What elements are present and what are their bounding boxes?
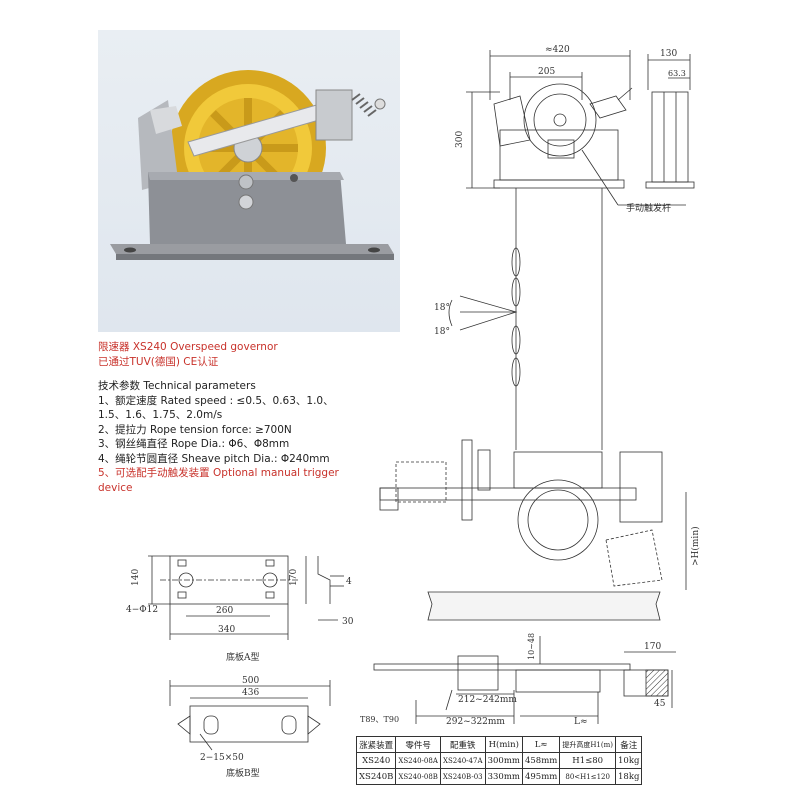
spec-heading: 技术参数 Technical parameters xyxy=(98,380,256,392)
rail-t89-t90: T89、T90 xyxy=(360,715,399,724)
angle-bottom: 18° xyxy=(434,327,450,337)
bottom-10-48: 10~48 xyxy=(527,633,536,660)
dim-130: 130 xyxy=(660,49,677,59)
dim-63-3: 63.3 xyxy=(668,69,686,78)
product-title: 限速器 XS240 Overspeed governor xyxy=(98,341,278,353)
plate-a-340: 340 xyxy=(218,625,235,635)
table-cell: 10kg xyxy=(614,752,643,769)
table-cell: XS240-08A xyxy=(395,752,441,769)
bottom-212-242: 212~242mm xyxy=(458,695,517,705)
plate-a-30: 30 xyxy=(342,617,354,627)
spec-optional: 5、可选配手动触发装置 Optional manual trigger xyxy=(98,467,339,479)
plate-b-436: 436 xyxy=(242,688,259,698)
certification-note: 已通过TUV(德国) CE认证 xyxy=(98,355,219,368)
th-counterweight: 配重铁 xyxy=(439,736,486,753)
angle-top: 18° xyxy=(434,303,450,313)
table-cell: 458mm xyxy=(521,752,561,769)
table-cell: 330mm xyxy=(484,768,523,785)
table-cell: 300mm xyxy=(484,752,523,769)
th-remark: 备注 xyxy=(614,736,643,753)
table-cell: XS240B xyxy=(355,768,397,785)
table-row: XS240 XS240-08A XS240-47A 300mm 458mm H1… xyxy=(355,752,643,769)
spec-table: 涨紧装置 零件号 配重铁 H(min) L≈ 提升高度H1(m) 备注 XS24… xyxy=(355,736,643,785)
plate-b-500: 500 xyxy=(242,676,259,686)
spec-item: 2、提拉力 Rope tension force: ≥700N xyxy=(98,423,292,436)
th-tensioner: 涨紧装置 xyxy=(355,736,397,753)
table-cell: H1≤80 xyxy=(559,752,616,769)
plate-a-holes: 4−Φ12 xyxy=(126,605,158,615)
spec-optional-cont: device xyxy=(98,481,133,494)
plate-a-170: 170 xyxy=(289,569,299,586)
product-photo xyxy=(98,30,400,332)
overspeed-governor-photo xyxy=(110,70,394,260)
dim-300: 300 xyxy=(455,131,465,148)
dim-420: ≈420 xyxy=(545,45,570,55)
plate-b-label: 底板B型 xyxy=(226,767,260,779)
bottom-170: 170 xyxy=(644,642,661,652)
th-l: L≈ xyxy=(521,736,561,753)
spec-item: 3、钢丝绳直径 Rope Dia.: Φ6、Φ8mm xyxy=(98,438,290,450)
manual-trigger-label: 手动触发杆 xyxy=(626,202,671,214)
plate-a-4: 4 xyxy=(346,577,352,587)
th-part-no: 零件号 xyxy=(395,736,441,753)
plate-a-260: 260 xyxy=(216,606,233,616)
h-min-label: >H(min) xyxy=(690,526,701,566)
bottom-45: 45 xyxy=(654,699,666,709)
table-cell: XS240 xyxy=(355,752,397,769)
table-header-row: 涨紧装置 零件号 配重铁 H(min) L≈ 提升高度H1(m) 备注 xyxy=(355,736,643,753)
table-cell: XS240-47A xyxy=(439,752,486,769)
spec-item: 1.5、1.6、1.75、2.0m/s xyxy=(98,409,223,421)
table-cell: 495mm xyxy=(521,768,561,785)
table-cell: XS240-08B xyxy=(395,768,441,785)
bottom-292-322: 292~322mm xyxy=(446,717,505,727)
spec-item: 4、绳轮节圆直径 Sheave pitch Dia.: Φ240mm xyxy=(98,452,330,465)
dim-205: 205 xyxy=(538,67,555,77)
plate-a-label: 底板A型 xyxy=(226,651,260,663)
plate-a-140: 140 xyxy=(131,569,141,586)
table-row: XS240B XS240-08B XS240B-03 330mm 495mm 8… xyxy=(355,768,643,785)
table-cell: 18kg xyxy=(614,768,643,785)
table-cell: XS240B-03 xyxy=(439,768,486,785)
th-hmin: H(min) xyxy=(484,736,523,753)
spec-item: 1、额定速度 Rated speed : ≤0.5、0.63、1.0、 xyxy=(98,394,334,407)
table-cell: 80<H1≤120 xyxy=(559,768,616,785)
spec-block: 限速器 XS240 Overspeed governor 已通过TUV(德国) … xyxy=(98,340,398,495)
bottom-l: L≈ xyxy=(574,717,588,727)
plate-b-slots: 2−15×50 xyxy=(200,753,244,763)
th-lift-height: 提升高度H1(m) xyxy=(559,736,616,753)
